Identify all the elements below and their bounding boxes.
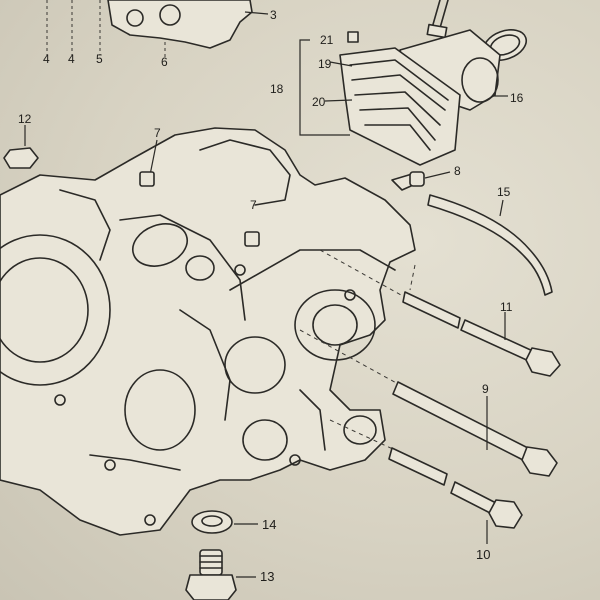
- part-number-19: 19: [318, 57, 332, 71]
- part-number-11: 11: [500, 300, 513, 314]
- part-number-16: 16: [510, 91, 524, 105]
- part-number-15: 15: [497, 185, 511, 199]
- part-number-8: 8: [454, 164, 461, 178]
- fitting: [391, 171, 451, 191]
- part-number-21: 21: [320, 33, 334, 47]
- part-number-6: 6: [161, 55, 168, 69]
- part-number-4a: 4: [43, 52, 50, 66]
- stud-alignment-lines: [299, 249, 416, 451]
- part-number-10: 10: [476, 547, 491, 562]
- nut: [3, 125, 39, 169]
- part-number-4b: 4: [68, 52, 75, 66]
- bolt-9: [392, 381, 558, 477]
- upper-housing-fragment: [107, 0, 269, 49]
- part-number-7b: 7: [250, 198, 257, 212]
- part-number-9: 9: [482, 382, 489, 396]
- part-number-12: 12: [18, 112, 32, 126]
- bolt-10: [388, 447, 523, 544]
- hose: [427, 194, 553, 296]
- part-number-20: 20: [312, 95, 326, 109]
- bolt-11: [402, 291, 561, 377]
- drain-bolt-13: [185, 549, 256, 600]
- part-number-3: 3: [270, 8, 277, 22]
- part-number-14: 14: [262, 517, 277, 532]
- crankcase: [0, 127, 416, 536]
- part-number-7: 7: [154, 126, 161, 140]
- part-number-18: 18: [270, 82, 284, 96]
- reed-valve: [299, 31, 461, 166]
- part-number-5: 5: [96, 52, 103, 66]
- washer-14: [191, 510, 258, 534]
- top-bolt: [426, 0, 449, 39]
- top-leader-lines: [46, 0, 166, 60]
- part-number-13: 13: [260, 569, 275, 584]
